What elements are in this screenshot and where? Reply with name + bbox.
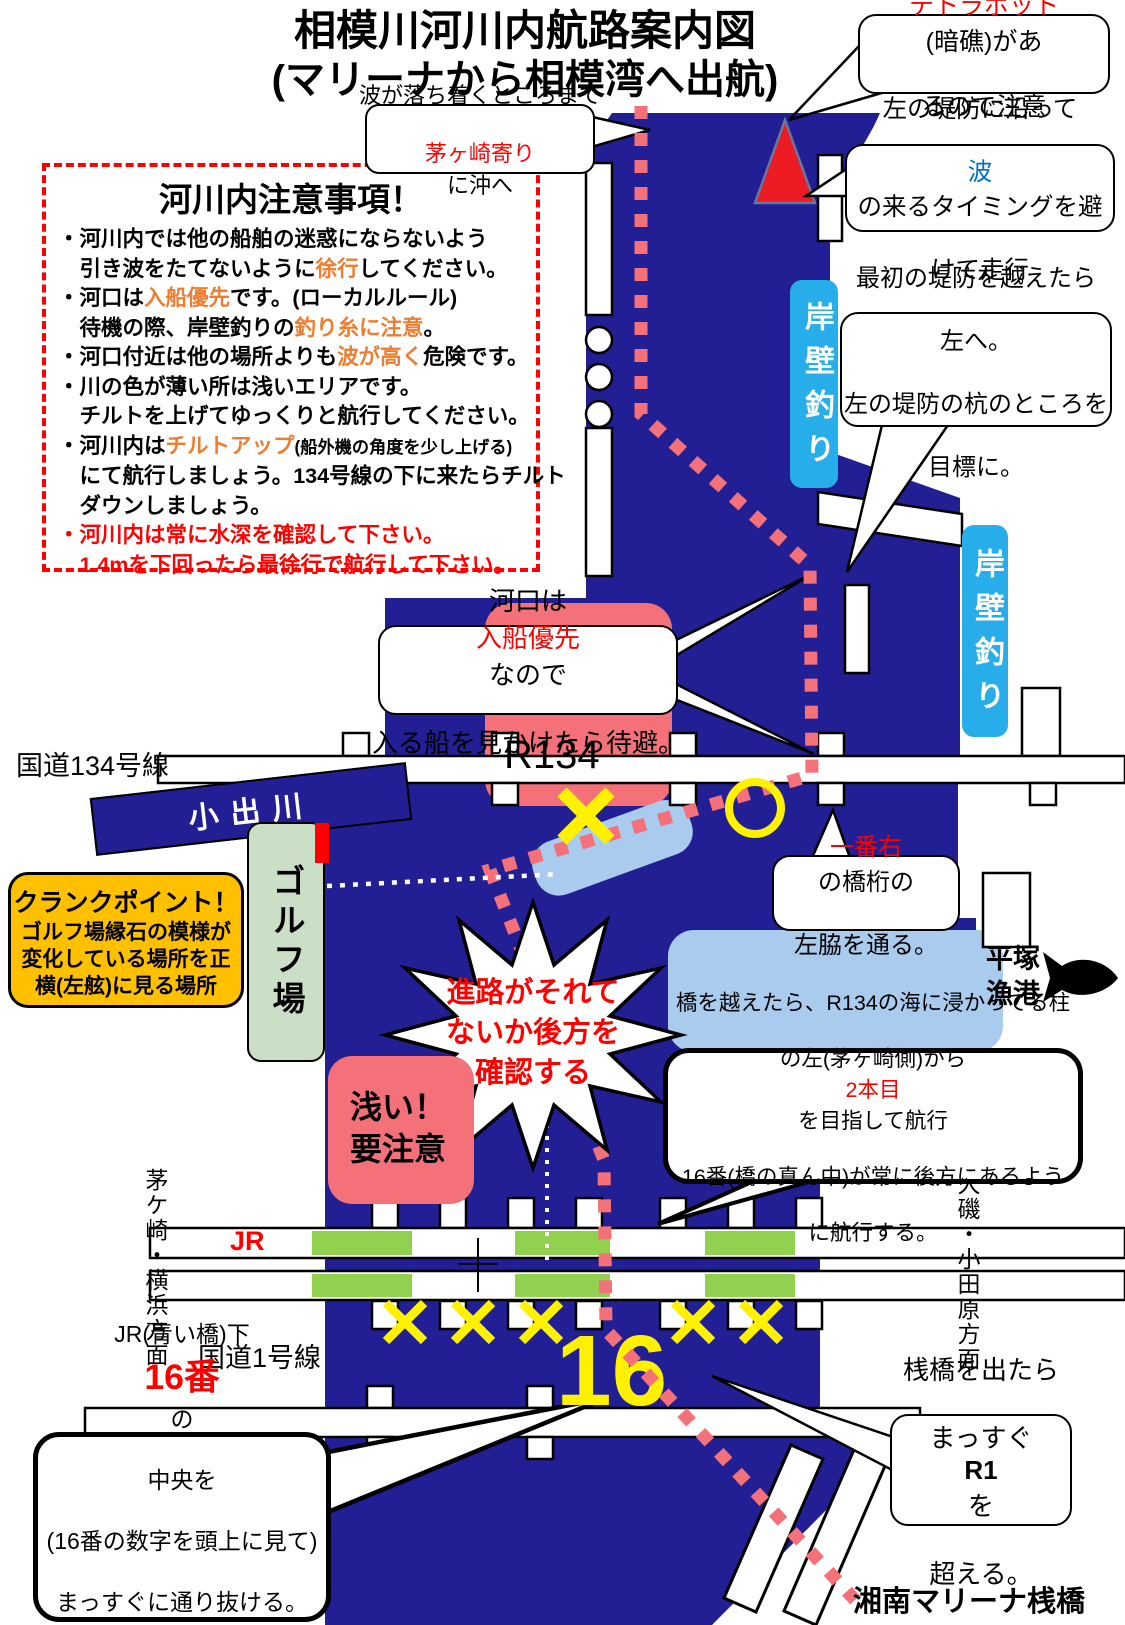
- hiratsuka-port-label: 平塚 漁港: [986, 942, 1040, 1012]
- notice-lines: ・河川内では他の船舶の迷惑にならないよう 引き波をたてないように徐行してください…: [58, 227, 566, 577]
- crank-point-box: クランクポイント！ ゴルフ場縁石の模様が変化している場所を正横(左舷)に見る場所: [8, 872, 244, 1008]
- tetrapod-icon: [753, 116, 817, 205]
- r134-road-label: 国道134号線: [16, 751, 170, 781]
- right-bank-pile: [816, 153, 844, 243]
- crank-point-title: クランクポイント！: [13, 889, 239, 917]
- left-dike-wall: [584, 161, 614, 317]
- crank-point-body: ゴルフ場縁石の模様が変化している場所を正横(左舷)に見る場所: [21, 921, 231, 998]
- shallow-warning-box: 浅い！要注意: [328, 1056, 474, 1204]
- callout-calm-water: 波が落ち着くところまで茅ヶ崎寄りに沖へ: [359, 83, 602, 198]
- hiratsuka-line-1: 平塚: [986, 944, 1040, 974]
- light-blue-area: [668, 930, 1003, 1052]
- route-marks: [382, 778, 785, 1345]
- crank-point-marker: [315, 823, 329, 863]
- notice-heading: 河川内注意事項！: [159, 181, 423, 218]
- marina-pier: [722, 1443, 825, 1614]
- title-line-2: (マリーナから相模湾へ出航): [271, 58, 779, 103]
- chigasaki-direction-label: 茅ケ崎・横浜方面: [142, 1168, 168, 1368]
- pass-here-circle: [725, 778, 785, 838]
- callout-rightmost-girder: 一番右の橋桁の左脇を通る。: [772, 834, 960, 959]
- callout-first-dike: 最初の堤防を越えたら左へ。左の堤防の杭のところを目標に。: [840, 265, 1112, 481]
- backcheck-warning-text: 進路がそれてないか後方を確認する: [445, 977, 620, 1089]
- r1-road-label: 国道1号線: [198, 1343, 322, 1373]
- golf-course-label: ゴルフ場: [268, 864, 305, 1020]
- title-line-1: 相模川河川内航路案内図: [293, 7, 756, 54]
- quay-fishing-label-2: 岸壁釣り: [962, 525, 1008, 737]
- callout-inbound-priority: 河口は入船優先なので入る船を見かけたら待避。: [372, 585, 685, 758]
- dike-pile: [584, 325, 614, 355]
- left-dike-wall: [584, 426, 614, 578]
- golf-course: ゴルフ場: [247, 822, 325, 1062]
- fish-icon: [1043, 952, 1118, 1002]
- marina-pier-label: 湘南マリーナ桟橋: [853, 1586, 1086, 1618]
- river-notice-box: 河川内注意事項！ ・河川内では他の船舶の迷惑にならないよう 引き波をたてないよう…: [42, 163, 566, 577]
- no-pass-x-group: [382, 1299, 784, 1345]
- callout-tails: [325, 114, 951, 1516]
- tetrapod-pointer-line: [788, 90, 886, 122]
- channel-marker-area: [532, 800, 693, 896]
- dike-pile: [584, 362, 614, 392]
- starburst-warning-shape: [378, 896, 688, 1174]
- no-pass-x: [557, 787, 615, 845]
- callout-left-dike: 左の堤防に沿って波の来るタイミングを避けて走行: [845, 96, 1115, 284]
- jr-bridge: [148, 1196, 1125, 1331]
- dike-pile: [584, 399, 614, 429]
- tetrapod-pointer-line: [788, 44, 861, 121]
- callout-tetrapod: テトラポット(暗礁)があるので注意: [858, 0, 1110, 121]
- oiso-direction-label: 大磯・小田原方面: [954, 1172, 980, 1372]
- jr-label: JR: [230, 1226, 265, 1256]
- quay-fishing-label-1: 岸壁釣り: [790, 280, 838, 488]
- mid-river-pier: [843, 583, 871, 675]
- hiratsuka-line-2: 漁港: [986, 979, 1040, 1009]
- r134-shield-label: R134: [504, 733, 600, 777]
- port-breakwater: [981, 871, 1032, 949]
- page-title: 相模川河川内航路案内図 (マリーナから相模湾へ出航): [130, 6, 920, 104]
